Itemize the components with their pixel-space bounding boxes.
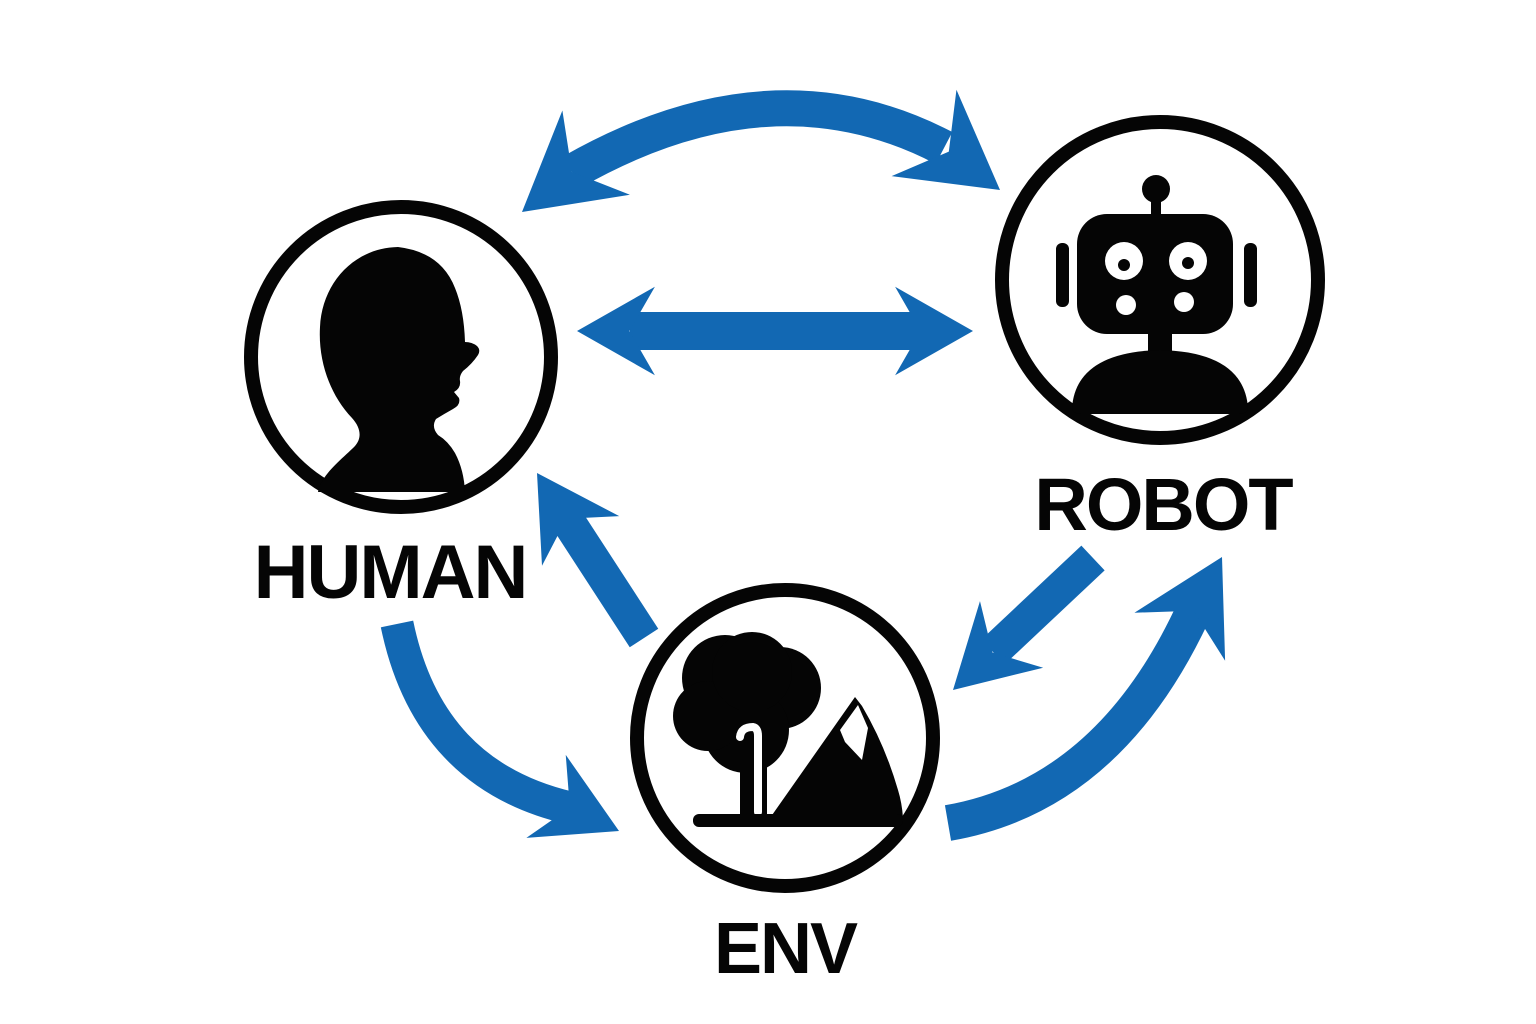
tree-mountain-icon — [673, 632, 903, 827]
arrow-robot-to-env-shaft — [981, 545, 1105, 665]
arrow-human-to-env-shaft — [380, 620, 574, 825]
arrow-human-robot-straight — [577, 286, 973, 376]
arrowhead-toward-human-icon — [537, 473, 620, 566]
arrow-robot-to-env — [953, 545, 1105, 690]
arrow-env-to-robot-shaft — [944, 600, 1212, 841]
env-label: ENV — [714, 909, 858, 989]
human-label: HUMAN — [254, 530, 527, 615]
arrowhead-toward-human-icon — [577, 286, 655, 376]
arrowhead-toward-robot-icon — [895, 286, 973, 376]
arrowhead-toward-env-icon — [526, 754, 619, 838]
arrow-env-to-human — [537, 473, 659, 648]
arrow-env-to-robot — [944, 557, 1226, 841]
arrow-human-robot-arc — [522, 89, 1000, 212]
robot-head-icon — [1056, 175, 1257, 414]
arrow-human-to-env — [380, 620, 619, 838]
arrow-human-robot-arc-shaft — [563, 90, 953, 188]
arrowhead-toward-robot-icon — [1134, 557, 1226, 661]
arrowhead-toward-env-icon — [953, 601, 1044, 690]
robot-label: ROBOT — [1034, 463, 1293, 546]
node-env: ENV — [630, 583, 940, 989]
arrowhead-toward-robot-icon — [891, 89, 1000, 190]
arrowhead-toward-human-icon — [522, 110, 630, 212]
arrow-env-to-human-shaft — [551, 508, 659, 648]
node-robot: ROBOT — [995, 115, 1325, 546]
node-human: HUMAN — [244, 200, 558, 615]
human-profile-icon — [318, 247, 480, 492]
